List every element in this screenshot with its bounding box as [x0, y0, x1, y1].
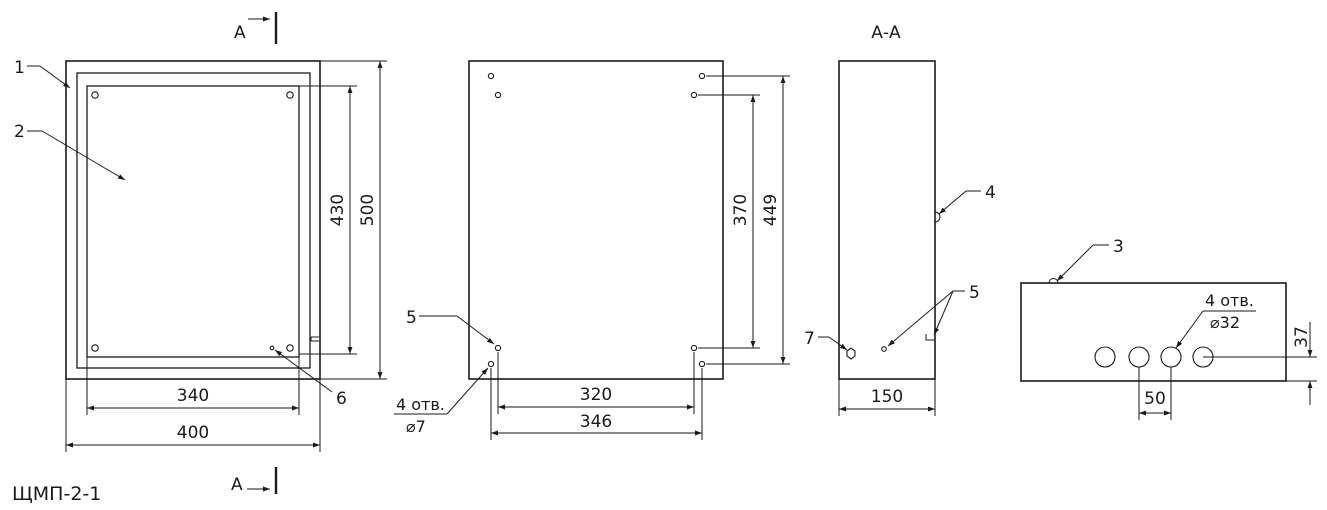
- lock-hole: [269, 345, 275, 351]
- dim-inner-height: 430: [328, 194, 348, 226]
- dim-outer-height: 500: [358, 194, 378, 226]
- door-panel: [86, 85, 300, 358]
- cable-entry: [1128, 346, 1150, 368]
- callout-7: 7: [804, 329, 815, 349]
- bottom-view: 3 4 отв. ⌀32 37 50: [1020, 237, 1317, 420]
- dim-back-outer-height: 449: [761, 194, 781, 226]
- back-panel: [468, 60, 724, 380]
- hole-note-diameter-back: ⌀7: [406, 417, 426, 436]
- section-view-label: А-А: [871, 23, 901, 43]
- callout-6: 6: [336, 389, 347, 409]
- hole-note-count-back: 4 отв.: [396, 395, 445, 414]
- hinge: [934, 211, 941, 223]
- dim-inner-width: 340: [177, 386, 209, 406]
- dim-height: 37: [1292, 326, 1312, 348]
- cable-entry: [1160, 346, 1182, 368]
- hinge-bottom: [1048, 278, 1059, 284]
- callout-2: 2: [14, 122, 25, 142]
- section-mark-top: А: [234, 12, 278, 44]
- cable-entry: [1094, 346, 1116, 368]
- section-letter-bottom: А: [231, 475, 243, 495]
- hole-note-diameter-bottom: ⌀32: [1210, 313, 1240, 332]
- drawing-title: ЩМП-2-1: [12, 483, 101, 505]
- ground-bolt: [846, 347, 856, 360]
- bottom-panel: [1020, 282, 1287, 382]
- dim-back-inner-width: 320: [580, 385, 612, 405]
- callout-5-side: 5: [969, 283, 980, 303]
- bracket: [925, 334, 935, 341]
- dim-back-outer-width: 346: [580, 412, 612, 432]
- dim-depth: 150: [871, 387, 903, 407]
- hole-note-count-bottom: 4 отв.: [1205, 291, 1254, 310]
- dim-back-inner-height: 370: [731, 194, 751, 226]
- back-view: 5 4 отв. ⌀7 320 346 370 449: [394, 60, 790, 440]
- cabinet-body: [65, 60, 321, 380]
- callout-4: 4: [985, 183, 996, 203]
- front-view: 1 2 6 340 400 430 500: [14, 58, 387, 452]
- callout-1: 1: [14, 58, 25, 78]
- door-frame: [76, 72, 311, 369]
- dim-pitch: 50: [1144, 389, 1166, 409]
- side-profile: [838, 60, 936, 380]
- callout-5-back: 5: [406, 308, 417, 328]
- dim-outer-width: 400: [177, 423, 209, 443]
- section-letter-top: А: [234, 23, 246, 43]
- callout-3: 3: [1113, 237, 1124, 257]
- section-mark-bottom: А: [231, 467, 278, 495]
- side-view: А-А 4 5 7 150: [804, 23, 996, 416]
